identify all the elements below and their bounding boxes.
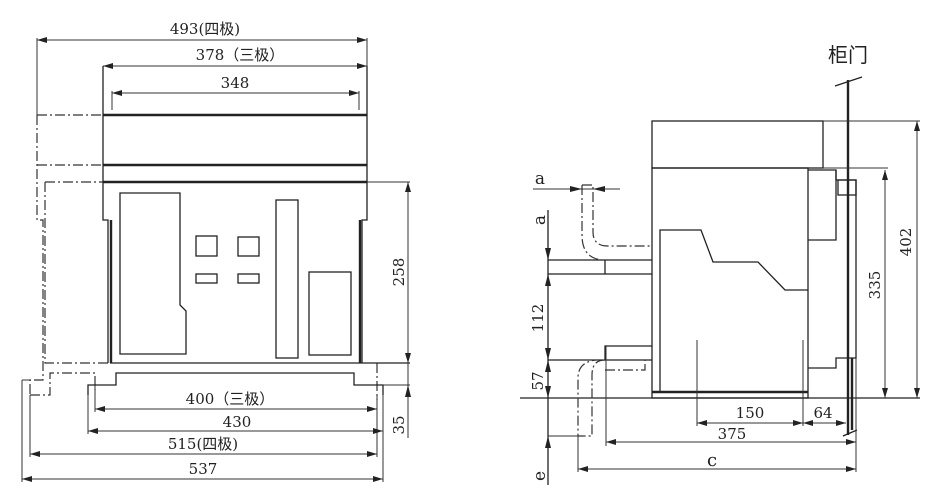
door-label: 柜门 — [828, 43, 868, 67]
dim-label: 493(四极) — [170, 20, 240, 38]
dim-label-a: a — [530, 215, 550, 225]
dim-35: 35 — [390, 363, 411, 438]
dim-348: 348 — [112, 74, 359, 96]
indicator-window — [237, 236, 260, 257]
dim-label-57: 57 — [529, 371, 547, 390]
dim-258: 258 — [390, 182, 411, 363]
nameplate — [308, 271, 352, 356]
dim-335: 335 — [866, 170, 888, 398]
dim-label: 375 — [718, 425, 747, 443]
button-slot — [195, 273, 218, 284]
dim-493: 493(四极) — [37, 20, 367, 43]
dim-430: 430 — [88, 413, 383, 434]
dim-label: 515(四极) — [168, 435, 238, 453]
indicator-window — [195, 235, 218, 257]
panel-left — [119, 192, 187, 355]
dim-378: 378（三极） — [103, 46, 367, 69]
dim-375: 375 — [606, 425, 856, 445]
dim-label: 64 — [813, 404, 832, 422]
dim-label: c — [707, 450, 717, 471]
dim-150: 150 — [697, 404, 803, 426]
dim-c: c — [578, 450, 856, 472]
dim-64: 64 — [803, 404, 846, 426]
dim-label: 35 — [390, 415, 408, 434]
dim-label: 400（三极） — [186, 390, 275, 408]
handle-slot — [275, 199, 299, 359]
dim-label-112: 112 — [529, 304, 547, 333]
dim-label: 378（三极） — [196, 46, 285, 64]
dim-label: 258 — [390, 258, 408, 287]
dim-label: 430 — [223, 413, 252, 431]
dim-label: 348 — [221, 74, 250, 92]
dim-label-e: e — [530, 471, 550, 481]
dim-402: 402 — [897, 121, 920, 398]
front-view: 493(四极) 378（三极） 348 258 35 — [21, 20, 411, 482]
dim-label: 402 — [897, 228, 915, 257]
dim-400: 400（三极） — [95, 390, 377, 412]
dim-537: 537 — [22, 460, 383, 482]
dim-label: 537 — [189, 460, 218, 478]
dim-label-a: a — [535, 169, 545, 189]
side-view: 柜门 a a 112 57 e 402 335 150 — [520, 43, 920, 485]
dim-label: 150 — [736, 404, 765, 422]
dim-label: 335 — [866, 271, 884, 300]
button-slot — [237, 273, 260, 284]
dim-515: 515(四极) — [30, 435, 377, 457]
